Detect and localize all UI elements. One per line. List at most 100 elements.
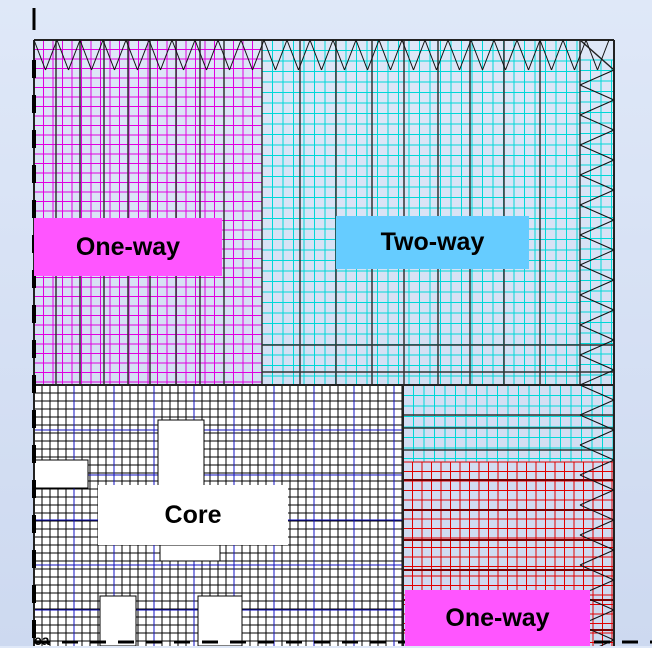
truss-diagonal <box>579 294 615 311</box>
label-core: Core <box>98 485 288 545</box>
truss-diagonal <box>562 39 575 71</box>
truss-diagonal <box>579 354 615 371</box>
truss-diagonal <box>332 39 345 71</box>
truss-diagonal <box>579 69 615 86</box>
truss-diagonal <box>33 39 46 71</box>
truss-diagonal <box>579 159 615 176</box>
truss-diagonal <box>355 39 368 71</box>
truss-diagonal <box>579 444 615 461</box>
truss-diagonal <box>459 39 472 71</box>
truss-diagonal <box>579 249 615 266</box>
truss-diagonal <box>579 429 615 446</box>
corner-text: ea <box>34 632 50 648</box>
truss-diagonal <box>390 39 403 71</box>
truss-diagonal <box>298 39 311 71</box>
label-twoway: Two-way <box>336 216 529 269</box>
truss-diagonal <box>367 39 380 71</box>
truss-diagonal <box>263 39 276 71</box>
truss-diagonal <box>579 264 615 281</box>
truss-diagonal <box>160 39 173 71</box>
truss-diagonal <box>579 339 615 356</box>
truss-diagonal <box>528 39 541 71</box>
truss-diagonal <box>482 39 495 71</box>
core-opening <box>157 419 205 491</box>
truss-diagonal <box>579 129 615 146</box>
truss-diagonal <box>114 39 127 71</box>
truss-diagonal <box>579 369 615 386</box>
truss-diagonal <box>516 39 529 71</box>
truss-diagonal <box>344 39 357 71</box>
truss-diagonal <box>579 99 615 116</box>
truss-diagonal <box>579 564 615 581</box>
label-oneway-top: One-way <box>34 218 222 276</box>
core-opening <box>99 595 137 646</box>
truss-diagonal <box>194 39 207 71</box>
truss-diagonal <box>579 489 615 506</box>
truss-diagonal <box>579 459 615 476</box>
truss-diagonal <box>217 39 230 71</box>
truss-diagonal <box>579 219 615 236</box>
core-opening <box>159 544 221 562</box>
truss-diagonal <box>579 519 615 536</box>
truss-diagonal <box>579 84 615 101</box>
truss-diagonal <box>579 204 615 221</box>
label-oneway-bottom: One-way <box>405 590 590 646</box>
truss-diagonal <box>579 144 615 161</box>
truss-diagonal <box>436 39 449 71</box>
truss-diagonal <box>252 39 265 71</box>
truss-diagonal <box>424 39 437 71</box>
truss-diagonal <box>585 39 598 71</box>
truss-diagonal <box>579 414 615 431</box>
truss-diagonal <box>505 39 518 71</box>
truss-diagonal <box>401 39 414 71</box>
truss-diagonal <box>579 399 615 416</box>
truss-diagonal <box>378 39 391 71</box>
truss-diagonal <box>579 234 615 251</box>
truss-diagonal <box>309 39 322 71</box>
truss-diagonal <box>597 39 610 71</box>
truss-diagonal <box>447 39 460 71</box>
truss-diagonal <box>275 39 288 71</box>
truss-diagonal <box>579 504 615 521</box>
truss-diagonal <box>413 39 426 71</box>
truss-diagonal <box>579 189 615 206</box>
truss-diagonal <box>579 279 615 296</box>
truss-diagonal <box>171 39 184 71</box>
truss-diagonal <box>125 39 138 71</box>
oneway-slab-mesh <box>33 39 263 385</box>
truss-diagonal <box>579 549 615 566</box>
truss-diagonal <box>102 39 115 71</box>
beam-chamfer <box>579 39 615 71</box>
truss-diagonal <box>579 384 615 401</box>
truss-diagonal <box>56 39 69 71</box>
truss-diagonal <box>229 39 242 71</box>
twoway-mesh-area <box>262 40 580 385</box>
truss-diagonal <box>579 309 615 326</box>
truss-diagonal <box>286 39 299 71</box>
truss-diagonal <box>240 39 253 71</box>
truss-diagonal <box>579 534 615 551</box>
truss-diagonal <box>470 39 483 71</box>
truss-diagonal <box>183 39 196 71</box>
truss-diagonal <box>493 39 506 71</box>
truss-diagonal <box>321 39 334 71</box>
truss-diagonal <box>137 39 150 71</box>
truss-diagonal <box>68 39 81 71</box>
truss-diagonal <box>91 39 104 71</box>
truss-diagonal <box>45 39 58 71</box>
truss-diagonal <box>79 39 92 71</box>
twoway-slab-mesh <box>261 39 580 385</box>
core-opening <box>197 595 243 646</box>
truss-diagonal <box>539 39 552 71</box>
truss-diagonal <box>579 114 615 131</box>
edge-truss <box>33 39 615 646</box>
truss-diagonal <box>206 39 219 71</box>
truss-diagonal <box>579 474 615 491</box>
truss-diagonal <box>551 39 564 71</box>
truss-diagonal <box>574 39 587 71</box>
truss-diagonal <box>579 174 615 191</box>
core-openings <box>33 419 243 646</box>
core-opening <box>33 459 89 489</box>
truss-diagonal <box>148 39 161 71</box>
